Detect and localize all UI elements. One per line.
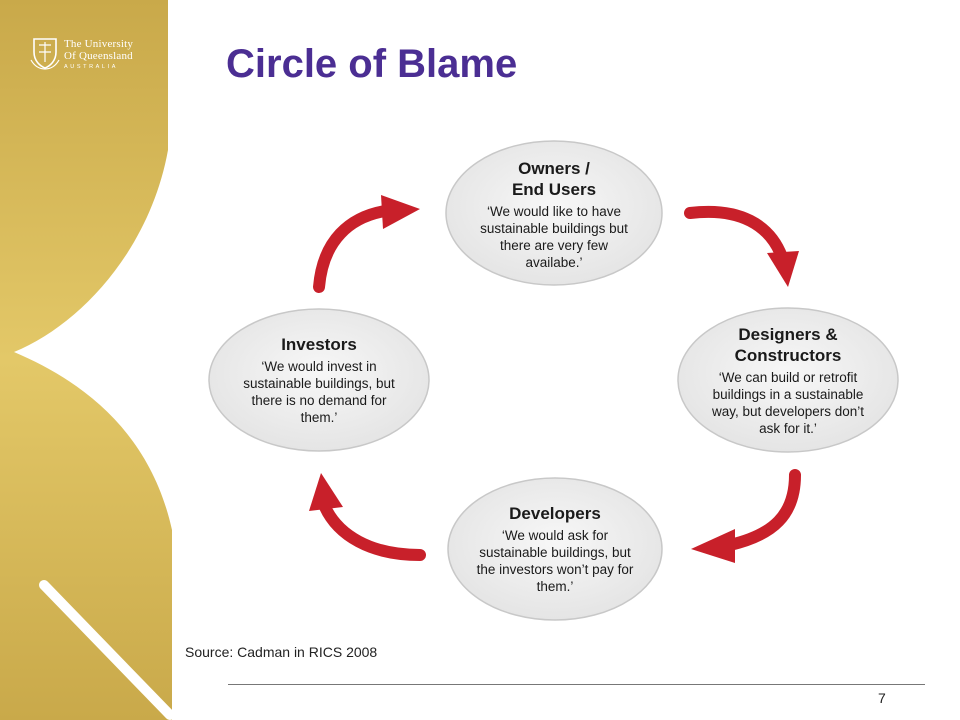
arrow-owners-to-designers	[684, 205, 799, 287]
node-owners-title: Owners / End Users	[511, 158, 597, 199]
logo-text-line1: The University	[64, 38, 134, 50]
footer-divider	[228, 684, 925, 685]
ellipse-investors	[208, 308, 430, 452]
slide-title: Circle of Blame	[226, 42, 518, 86]
ellipse-owners	[445, 140, 663, 286]
arrow-developers-to-investors	[309, 473, 426, 561]
node-owners: Owners / End Users ‘We would like to hav…	[446, 149, 662, 279]
gold-band-shape	[0, 0, 172, 720]
node-owners-quote: ‘We would like to have sustainable build…	[480, 203, 628, 270]
node-developers-quote: ‘We would ask for sustainable buildings,…	[476, 528, 634, 594]
page-number: 7	[878, 690, 886, 706]
source-citation: Source: Cadman in RICS 2008	[185, 644, 378, 660]
node-designers: Designers & Constructors ‘We can build o…	[678, 315, 898, 445]
node-developers: Developers ‘We would ask for sustainable…	[448, 485, 662, 613]
diagram-shapes	[208, 140, 899, 621]
logo-text-line2: Of Queensland	[64, 50, 133, 62]
logo-text-line3: AUSTRALIA	[64, 64, 118, 70]
university-logo: The University Of Queensland AUSTRALIA	[30, 36, 160, 78]
circle-of-blame-diagram: Owners / End Users ‘We would like to hav…	[195, 135, 915, 635]
arrow-investors-to-owners	[313, 195, 420, 293]
node-developers-title: Developers	[509, 504, 601, 523]
ellipse-designers	[677, 307, 899, 453]
white-slash-decoration	[39, 580, 175, 720]
arrow-designers-to-developers	[691, 469, 801, 563]
node-designers-quote: ‘We can build or retrofit buildings in a…	[711, 369, 865, 436]
node-investors: Investors ‘We would invest in sustainabl…	[209, 317, 429, 443]
node-investors-title: Investors	[281, 335, 357, 354]
crest-icon	[30, 38, 60, 70]
node-investors-quote: ‘We would invest in sustainable building…	[243, 359, 395, 425]
node-designers-title: Designers & Constructors	[734, 324, 842, 365]
ellipse-developers	[447, 477, 663, 621]
